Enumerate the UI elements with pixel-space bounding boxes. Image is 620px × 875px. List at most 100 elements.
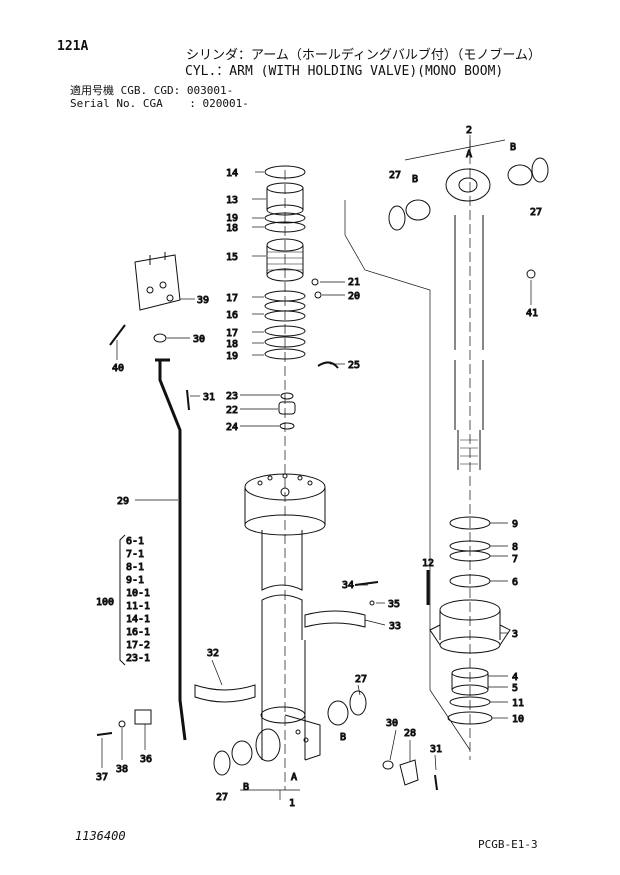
callout-8: 8: [512, 542, 518, 553]
callout-14: 14: [226, 168, 238, 179]
callout-31-upper: 31: [203, 392, 215, 403]
callout-5: 5: [512, 683, 518, 694]
bushing-b-upper-right: [507, 164, 533, 186]
rod-cover-3: [429, 599, 511, 654]
bushing-b-right: [327, 700, 349, 726]
bushing-b-left: [231, 740, 253, 766]
callout-29: 29: [117, 496, 129, 507]
barrel-head: [244, 473, 326, 536]
callout-27-upper-right: 27: [530, 207, 542, 218]
kit-item: 23-1: [126, 653, 150, 664]
callout-17: 17: [226, 293, 238, 304]
callout-32: 32: [207, 648, 219, 659]
ring-18-lower: [264, 336, 306, 348]
callout-b-upper-right: B: [510, 142, 516, 153]
part-24: [279, 422, 295, 430]
callout-22: 22: [226, 405, 238, 416]
callout-23: 23: [226, 391, 238, 402]
washer-35: [369, 600, 375, 606]
callout-19-lower: 19: [226, 351, 238, 362]
page-code: PCGB-E1-3: [478, 838, 538, 851]
o-ring-30-lower: [382, 760, 394, 770]
callout-20: 20: [348, 291, 360, 302]
callout-11: 11: [512, 698, 524, 709]
callout-30-upper: 30: [193, 334, 205, 345]
callout-21: 21: [348, 277, 360, 288]
callout-4: 4: [512, 672, 518, 683]
rod-2: [445, 168, 491, 470]
kit-item: 17-2: [126, 640, 150, 651]
kit-item: 10-1: [126, 588, 150, 599]
part-21: [311, 278, 319, 286]
callout-a-lower: A: [291, 772, 297, 783]
o-ring-30-upper: [153, 333, 167, 343]
callout-17-lower: 17: [226, 328, 238, 339]
block-36: [134, 709, 152, 725]
callout-b-lower-right: B: [340, 732, 346, 743]
title-english: CYL.：ARM (WITH HOLDING VALVE)(MONO BOOM): [185, 64, 504, 79]
callout-a-upper: A: [466, 149, 472, 160]
guide-line: [344, 200, 471, 751]
kit-item: 8-1: [126, 562, 144, 573]
bolt-31-upper: [186, 389, 190, 411]
barrel-tube-upper: [261, 530, 303, 591]
callout-19: 19: [226, 213, 238, 224]
kit-item: 14-1: [126, 614, 150, 625]
part-23: [280, 392, 294, 400]
callout-38: 38: [116, 764, 128, 775]
bolt-31-lower: [434, 774, 438, 791]
bolt-37: [96, 732, 113, 736]
callout-10: 10: [512, 714, 524, 725]
clamp-32: [194, 684, 256, 703]
kit-item: 11-1: [126, 601, 150, 612]
callout-9: 9: [512, 519, 518, 530]
barrel-tube-lower: [261, 594, 303, 700]
o-ring-14: [264, 165, 306, 179]
callout-18: 18: [226, 223, 238, 234]
callout-7: 7: [512, 554, 518, 565]
callout-25: 25: [348, 360, 360, 371]
part-20: [314, 291, 322, 299]
callout-18-lower: 18: [226, 339, 238, 350]
callout-30-lower: 30: [386, 718, 398, 729]
callout-40: 40: [112, 363, 124, 374]
title-japanese: シリンダ：アーム（ホールディングバルブ付）（モノブーム）: [186, 48, 542, 63]
callout-28: 28: [404, 728, 416, 739]
callout-24: 24: [226, 422, 238, 433]
pipe-29: [158, 360, 187, 741]
callout-13: 13: [226, 195, 238, 206]
bushing-13: [266, 182, 304, 216]
kit-item: 16-1: [126, 627, 150, 638]
callout-6: 6: [512, 577, 518, 588]
callout-35: 35: [388, 599, 400, 610]
ring-27-right: [349, 690, 367, 716]
callout-labels: 14 13 19 18 15 17 16 17 18 19 21 20 25 2…: [96, 125, 543, 810]
ring-27-upper-right: [531, 157, 549, 183]
callout-16: 16: [226, 310, 238, 321]
piston-15: [266, 238, 304, 282]
washer-38: [118, 720, 126, 728]
ring-27-left: [213, 750, 231, 776]
kit-item: 9-1: [126, 575, 144, 586]
callout-2: 2: [466, 125, 472, 136]
leader-lines: [101, 135, 532, 800]
callout-34: 34: [342, 580, 354, 591]
nut-22: [278, 401, 296, 415]
bolt-40: [109, 324, 126, 346]
serial-line-2: Serial No. CGA : 020001-: [70, 97, 249, 110]
callout-15: 15: [226, 252, 238, 263]
ring-16-b: [264, 310, 306, 322]
callout-27-lower-left: 27: [216, 792, 228, 803]
bushing-b-upper-left: [405, 199, 431, 221]
clamp-33: [304, 610, 366, 628]
callout-33: 33: [389, 621, 401, 632]
callout-b-lower-left: B: [243, 782, 249, 793]
callout-b-upper-left: B: [412, 174, 418, 185]
serial-line-1: 適用号機 CGB. CGD: 003001-: [70, 84, 234, 97]
ring-18: [264, 221, 306, 233]
snap-ring-25: [317, 361, 339, 369]
grease-fitting-41: [526, 269, 536, 279]
flange-28: [399, 759, 419, 786]
kit-item: 6-1: [126, 536, 144, 547]
